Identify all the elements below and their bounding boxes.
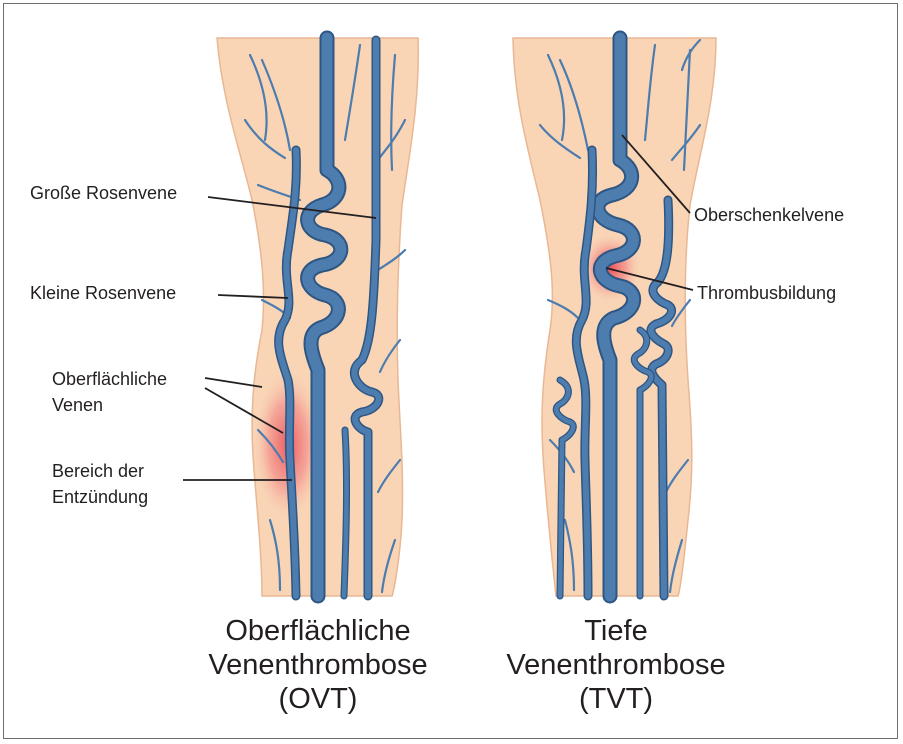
label-entzuendung-line2: Entzündung bbox=[52, 486, 148, 508]
caption-ovt: Oberflächliche Venenthrombose (OVT) bbox=[168, 614, 468, 716]
label-thrombusbildung: Thrombusbildung bbox=[697, 282, 836, 304]
label-grosse-rosenvene: Große Rosenvene bbox=[30, 182, 177, 204]
label-entzuendung-line1: Bereich der bbox=[52, 460, 144, 482]
caption-tvt: Tiefe Venenthrombose (TVT) bbox=[466, 614, 766, 716]
caption-tvt-line2: Venenthrombose bbox=[466, 648, 766, 682]
caption-tvt-line3: (TVT) bbox=[466, 682, 766, 716]
caption-tvt-line1: Tiefe bbox=[466, 614, 766, 648]
label-kleine-rosenvene: Kleine Rosenvene bbox=[30, 282, 176, 304]
label-oberschenkelvene: Oberschenkelvene bbox=[694, 204, 844, 226]
right-leg bbox=[513, 38, 716, 596]
caption-ovt-line1: Oberflächliche bbox=[168, 614, 468, 648]
caption-ovt-line3: (OVT) bbox=[168, 682, 468, 716]
left-leg bbox=[217, 38, 418, 596]
label-oberflaechliche-venen-line1: Oberflächliche bbox=[52, 368, 167, 390]
caption-ovt-line2: Venenthrombose bbox=[168, 648, 468, 682]
label-oberflaechliche-venen-line2: Venen bbox=[52, 394, 103, 416]
